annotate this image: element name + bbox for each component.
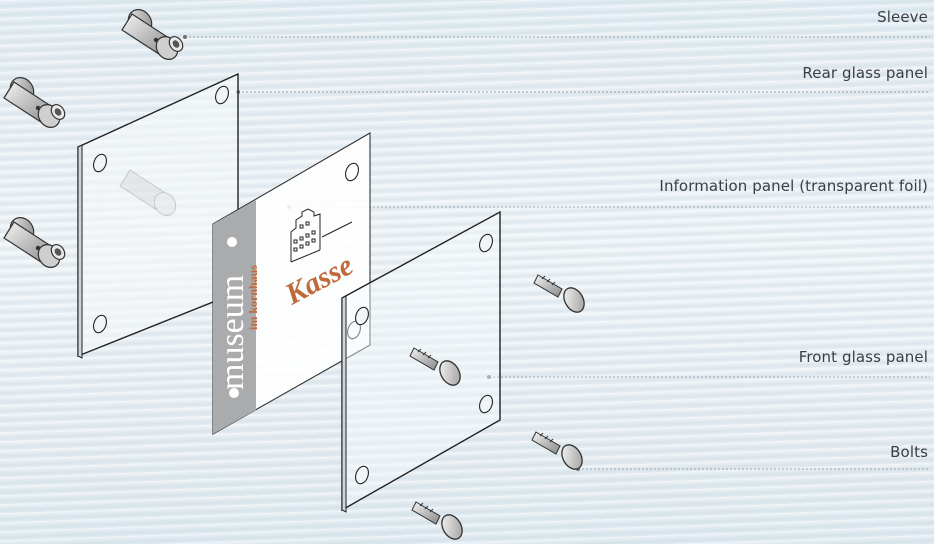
front-hole-tl xyxy=(355,306,369,326)
bolt-3 xyxy=(531,431,583,470)
front-hole-tr xyxy=(479,233,493,253)
sleeve-ghost xyxy=(119,169,177,216)
bolt-2 xyxy=(409,347,461,386)
front-hole-bl xyxy=(355,465,369,485)
callout-rear-glass-panel: Rear glass panel xyxy=(802,64,928,82)
front-hole-br xyxy=(479,394,493,414)
rear-hole-tl xyxy=(93,153,107,173)
callout-front-glass-panel: Front glass panel xyxy=(798,348,928,366)
dot-sleeve xyxy=(183,35,187,39)
foil-hole-tr xyxy=(345,162,359,182)
bolt-1 xyxy=(533,274,585,313)
foil-dot-bottom xyxy=(229,388,239,398)
museum-text: museum xyxy=(214,275,251,390)
sleeve-top xyxy=(121,9,184,60)
bolt-4 xyxy=(411,501,463,540)
foil-dot-top xyxy=(227,237,237,247)
foil-rule-line xyxy=(321,221,353,238)
rear-hole-bl xyxy=(93,314,107,334)
dot-front-glass xyxy=(487,375,491,379)
callout-sleeve: Sleeve xyxy=(877,8,928,26)
rear-glass-panel xyxy=(77,72,239,359)
information-panel-foil: museum im kornhaus Kasse xyxy=(212,132,371,435)
callout-information-panel: Information panel (transparent foil) xyxy=(659,177,928,195)
sleeve-left-lower xyxy=(3,217,66,268)
foil-grey-strip xyxy=(213,200,256,434)
sleeve-left-upper xyxy=(3,77,66,128)
rear-hole-tr xyxy=(215,85,229,105)
callout-bolts: Bolts xyxy=(890,443,928,461)
kornhaus-building-logo xyxy=(290,208,321,263)
subtitle-text: im kornhaus xyxy=(246,265,260,330)
